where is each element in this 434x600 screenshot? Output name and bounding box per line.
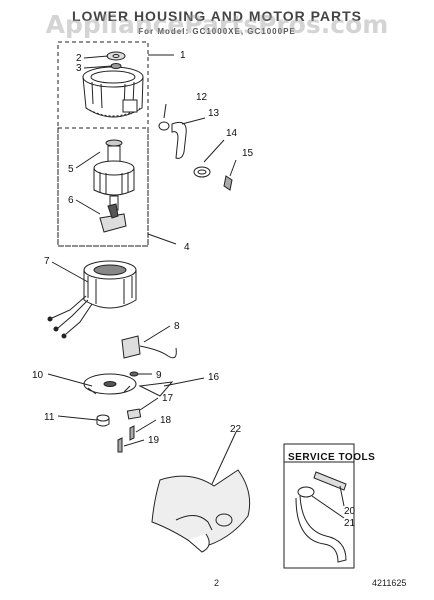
part-13-hose: [171, 121, 187, 159]
part-14-clamp: [193, 166, 211, 178]
service-tools-box: [283, 443, 355, 569]
callout-1: 1: [180, 50, 186, 61]
callout-10: 10: [32, 370, 44, 381]
callout-16: 16: [208, 372, 220, 383]
model-subtitle: For Model: GC1000XE, GC1000PE: [138, 27, 296, 36]
callout-15: 15: [242, 148, 254, 159]
callout-21: 21: [344, 518, 356, 529]
callout-8: 8: [174, 321, 180, 332]
part-7-stator: [47, 260, 137, 339]
callout-5: 5: [68, 164, 74, 175]
part-20-tool: [313, 471, 347, 491]
callout-9: 9: [156, 370, 162, 381]
part-17-label: [126, 408, 142, 420]
part-6-bracket: [99, 203, 127, 233]
callout-3: 3: [76, 63, 82, 74]
callout-19: 19: [148, 435, 160, 446]
document-number: 4211625: [372, 578, 407, 588]
callout-17: 17: [162, 393, 174, 404]
housing-top: [82, 66, 144, 118]
part-8-switch: [121, 335, 177, 359]
assembly-4-dashed-box: [57, 127, 149, 247]
watermark: AppliancePartsPros.com: [45, 10, 389, 39]
part-3-nut: [110, 63, 122, 69]
page-number: 2: [214, 578, 220, 588]
callout-12: 12: [196, 92, 208, 103]
callout-labels: 1 2 3 4 5 6 7 8 9 10 11 12 13 14 15 16 1…: [32, 50, 356, 529]
callout-7: 7: [44, 256, 50, 267]
callout-13: 13: [208, 108, 220, 119]
callout-20: 20: [344, 506, 356, 517]
callout-22: 22: [230, 424, 242, 435]
part-18-screw: [129, 425, 135, 441]
part-9-screw: [129, 371, 139, 377]
part-22-collar: [151, 469, 251, 553]
page-title: LOWER HOUSING AND MOTOR PARTS: [71, 8, 363, 24]
part-10-base-plate: [83, 373, 137, 395]
part-21-tool: [295, 486, 347, 563]
callout-6: 6: [68, 195, 74, 206]
part-11-nut: [96, 414, 110, 427]
callout-11: 11: [44, 412, 55, 423]
part-19-screw: [117, 437, 123, 453]
service-tools-title: SERVICE TOOLS: [288, 452, 376, 463]
part-12-gasket: [158, 121, 170, 131]
callout-14: 14: [226, 128, 238, 139]
part-15-screw: [223, 175, 233, 191]
callout-2: 2: [76, 53, 82, 64]
callout-18: 18: [160, 415, 172, 426]
callout-4: 4: [184, 242, 190, 253]
motor-rotor: [93, 139, 135, 211]
part-2-washer: [106, 51, 126, 61]
